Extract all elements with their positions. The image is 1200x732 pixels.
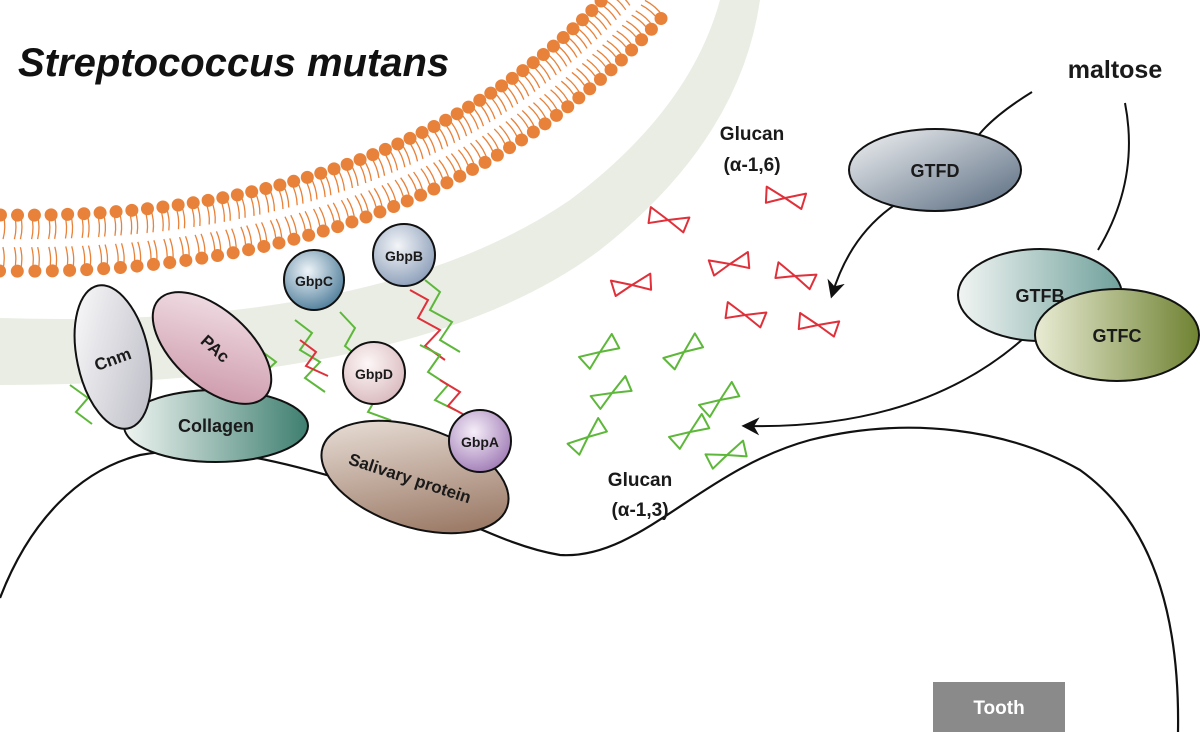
glucan-13-unit: [566, 417, 608, 456]
glucan-13-unit: [698, 380, 741, 418]
gbpd-protein: [342, 341, 406, 405]
cnm-adhesin: [73, 284, 153, 430]
glucan-16-unit: [609, 272, 653, 298]
tooth-surface: [0, 426, 1180, 732]
gbpb-label: GbpB: [385, 248, 423, 264]
glucan-13-unit: [704, 439, 748, 470]
gbpd-label: GbpD: [355, 366, 393, 382]
maltose-to-gtfb-line: [1097, 102, 1130, 251]
glucan-16-unit: [647, 206, 691, 234]
gbpa-protein: [448, 409, 512, 473]
gbpb-protein: [372, 223, 436, 287]
glucan-13-unit: [578, 332, 621, 370]
gbpc-protein: [283, 249, 345, 311]
glucan-13-linkage: (α-1,3): [611, 500, 668, 521]
gtfc-enzyme: [1034, 288, 1200, 382]
glucan-16-unit: [707, 251, 751, 277]
glucan-16-unit: [764, 185, 808, 211]
cell-membrane: [0, 0, 668, 278]
glucan-13-unit: [589, 375, 633, 410]
free-glucan-units: [566, 185, 841, 470]
gtfd-enzyme: [848, 128, 1022, 212]
maltose-to-gtfd-line: [974, 91, 1033, 141]
gtfb-arrow: [741, 337, 1025, 436]
glucan-13-unit: [668, 412, 711, 450]
glucan-16-linkage: (α-1,6): [723, 155, 780, 176]
glucan-16-unit: [774, 261, 818, 291]
gbpa-label: GbpA: [461, 434, 499, 450]
gtfb-label: GTFB: [1016, 286, 1065, 306]
glucan-13-unit: [662, 332, 705, 371]
gtfc-label: GTFC: [1093, 326, 1142, 346]
glucan-16-unit: [724, 301, 768, 329]
gtfd-label: GTFD: [911, 161, 960, 181]
glucan-16-label: Glucan: [720, 124, 784, 145]
organism-title: Streptococcus mutans: [18, 41, 449, 85]
tooth-label: Tooth: [973, 698, 1024, 719]
gbpc-label: GbpC: [295, 273, 333, 289]
glucan-13-label: Glucan: [608, 470, 672, 491]
gtfd-arrow: [827, 203, 897, 299]
glucan-16-unit: [797, 312, 841, 338]
tooth-badge: [933, 682, 1065, 732]
pac-adhesin: [151, 291, 273, 405]
collagen-label: Collagen: [178, 416, 254, 436]
maltose-label: maltose: [1068, 56, 1163, 84]
